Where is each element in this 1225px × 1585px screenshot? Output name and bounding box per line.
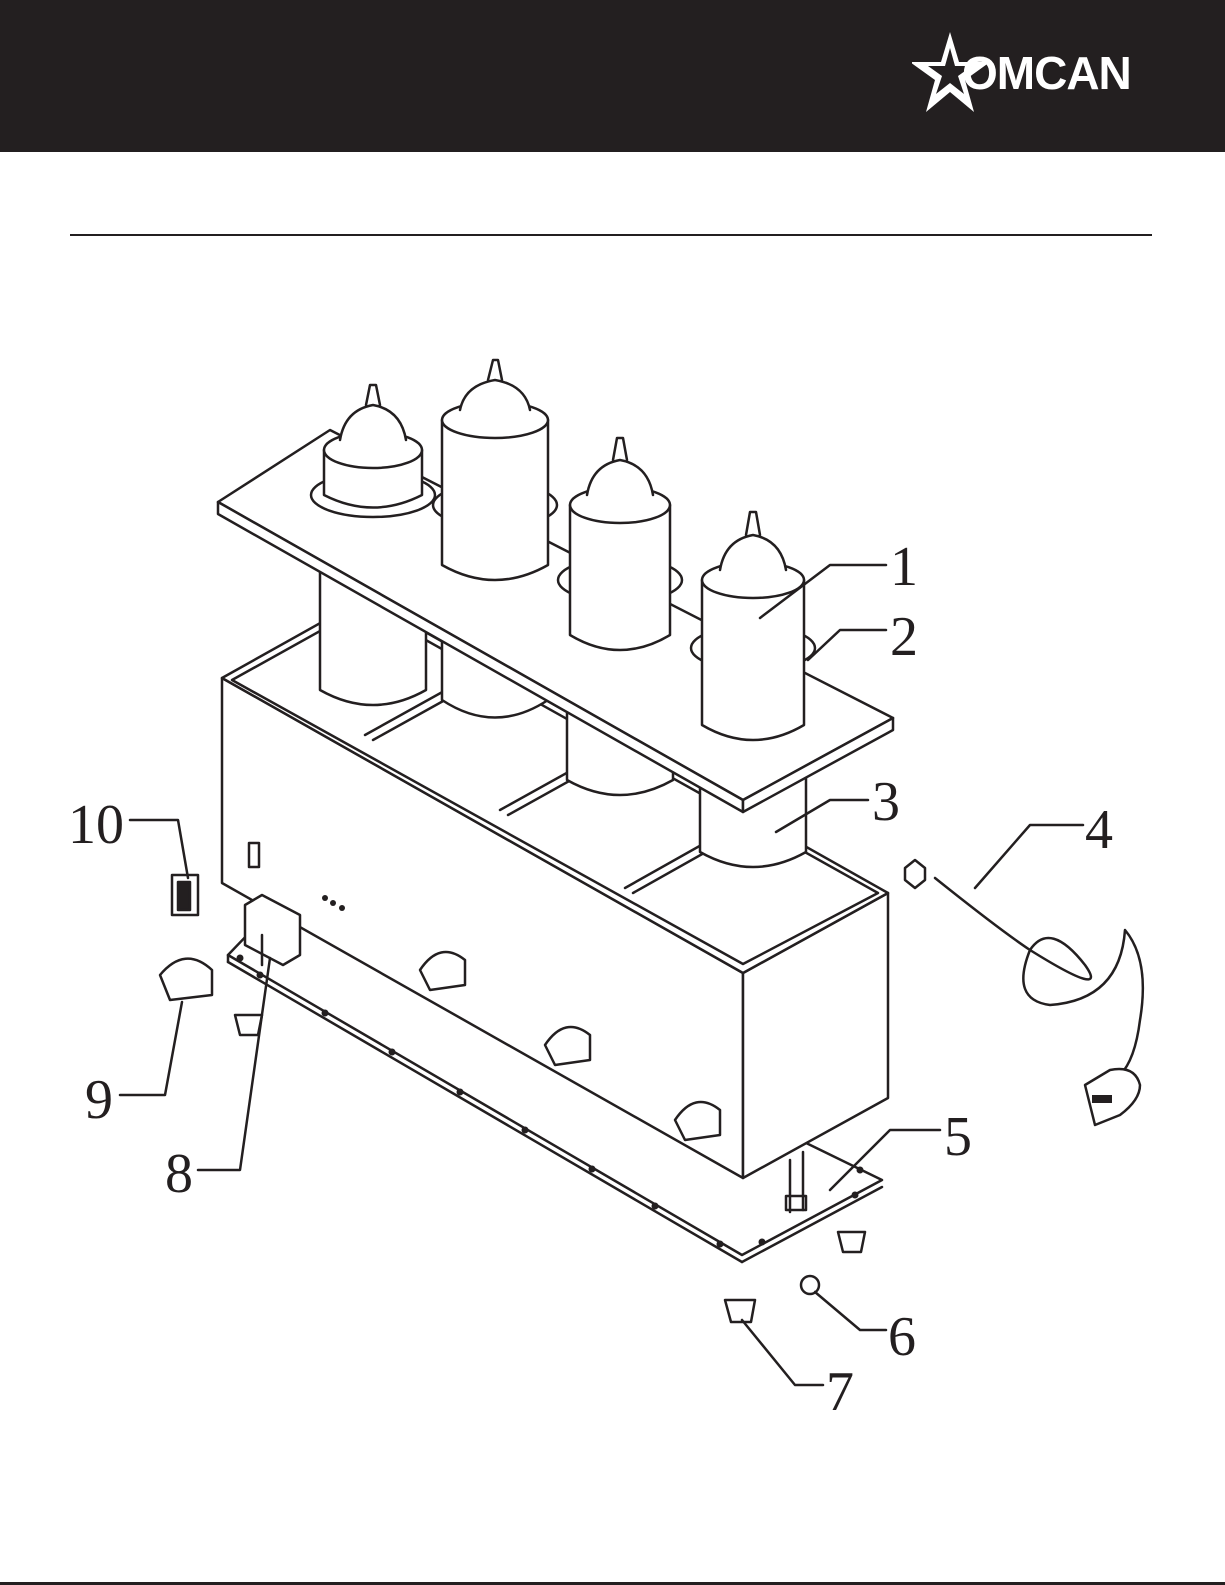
power-cord	[905, 860, 1143, 1125]
callout-3: 3	[872, 771, 900, 833]
control-knob	[160, 959, 212, 1000]
callout-9: 9	[85, 1069, 113, 1131]
bottle-1	[311, 385, 435, 517]
callout-6: 6	[888, 1306, 916, 1368]
bottle-3	[558, 438, 682, 650]
callout-10: 10	[68, 794, 124, 856]
rocker-switch	[172, 875, 198, 915]
callout-7: 7	[826, 1361, 854, 1423]
bottle-2	[433, 360, 557, 580]
callout-8: 8	[165, 1143, 193, 1205]
bottle-4	[691, 512, 815, 740]
callout-4: 4	[1085, 799, 1113, 861]
callout-2: 2	[890, 606, 918, 668]
callout-1: 1	[890, 536, 918, 598]
cord-clamp	[801, 1276, 819, 1294]
callout-5: 5	[944, 1106, 972, 1168]
